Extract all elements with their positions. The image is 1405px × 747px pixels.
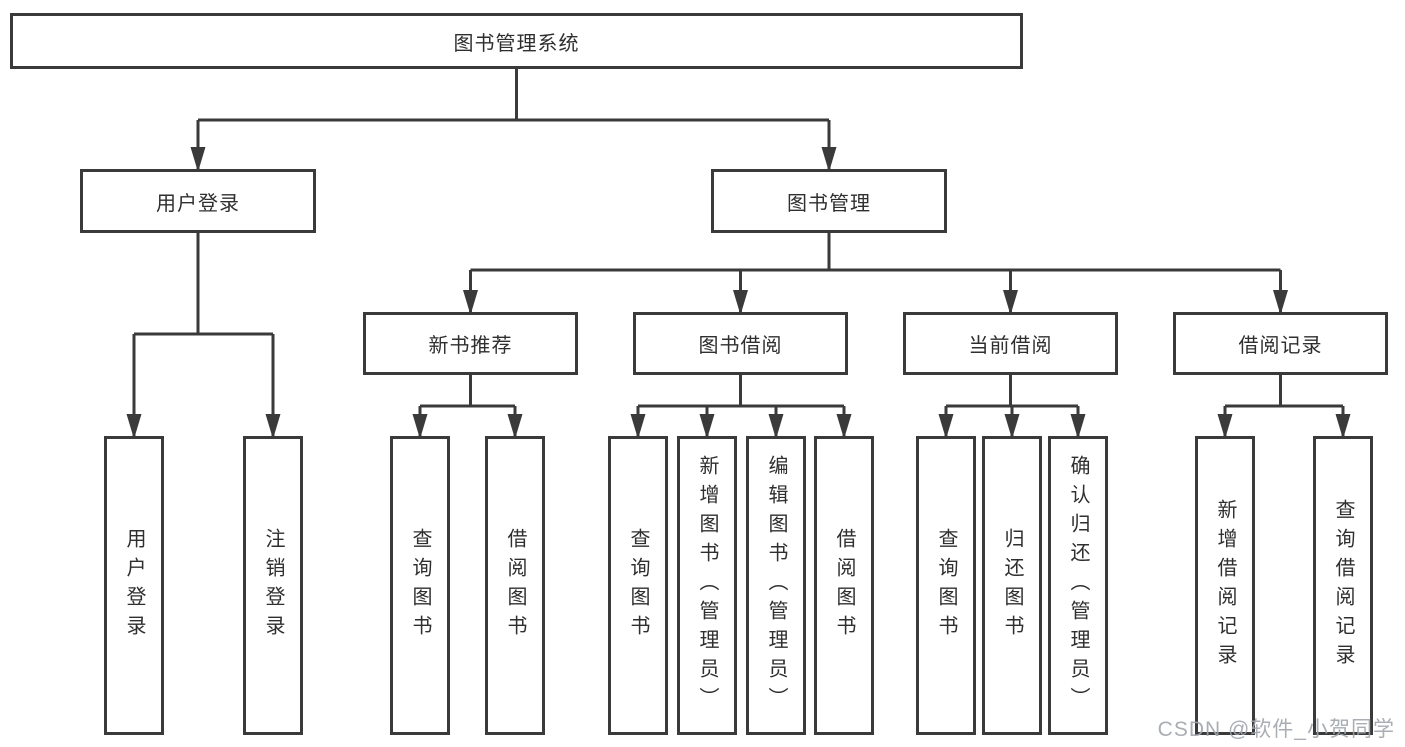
node-new-book-recommendation: 新书推荐: [363, 312, 578, 375]
leaf-label: 归还图书: [1001, 527, 1023, 644]
arrow-down-icon: [463, 290, 478, 315]
leaf-label: 查询图书: [627, 527, 649, 644]
leaf-add-borrow-record: 新增借阅记录: [1195, 436, 1255, 735]
leaf-query-books-current: 查询图书: [916, 436, 976, 735]
leaf-query-books-recommend: 查询图书: [390, 436, 450, 735]
arrow-down-icon: [190, 147, 206, 172]
arrow-down-icon: [265, 414, 281, 439]
arrow-down-icon: [821, 147, 837, 172]
connector-book-borrow-to-leaves: [630, 375, 852, 439]
csdn-watermark: CSDN @软件_小贺同学: [1157, 718, 1395, 741]
node-book-borrowing: 图书借阅: [633, 312, 848, 375]
leaf-user-login: 用户登录: [104, 436, 164, 735]
arrow-down-icon: [1273, 290, 1288, 315]
leaf-borrow-books-recommend: 借阅图书: [485, 436, 545, 735]
arrow-down-icon: [938, 414, 954, 439]
leaf-confirm-return-admin: 确认归还（管理员）: [1048, 436, 1108, 735]
arrow-down-icon: [1217, 414, 1233, 439]
leaf-label: 查询借阅记录: [1332, 498, 1354, 673]
arrow-down-icon: [1003, 290, 1018, 315]
leaf-label: 借阅图书: [833, 527, 855, 644]
leaf-return-books: 归还图书: [982, 436, 1042, 735]
arrow-down-icon: [1335, 414, 1351, 439]
arrow-down-icon: [1004, 414, 1020, 439]
arrow-down-icon: [1070, 414, 1086, 439]
leaf-borrow-books: 借阅图书: [814, 436, 874, 735]
arrow-down-icon: [836, 414, 852, 439]
connector-current-borrow-to-leaves: [938, 375, 1086, 439]
leaf-add-books-admin: 新增图书（管理员）: [677, 436, 737, 735]
leaf-label: 用户登录: [123, 527, 145, 644]
connector-root-to-level2: [190, 69, 837, 172]
connector-user-login-to-leaves: [126, 233, 281, 439]
arrow-down-icon: [699, 414, 715, 439]
node-borrowing-records: 借阅记录: [1173, 312, 1388, 375]
leaf-label: 注销登录: [262, 527, 284, 644]
leaf-label: 借阅图书: [504, 527, 526, 644]
arrow-down-icon: [768, 414, 784, 439]
arrow-down-icon: [126, 414, 142, 439]
arrow-down-icon: [630, 414, 646, 439]
node-current-borrowing: 当前借阅: [903, 312, 1118, 375]
connector-borrow-records-to-leaves: [1217, 375, 1351, 439]
node-root-library-system: 图书管理系统: [10, 13, 1023, 69]
arrow-down-icon: [507, 414, 523, 439]
leaf-edit-books-admin: 编辑图书（管理员）: [746, 436, 806, 735]
leaf-logout: 注销登录: [243, 436, 303, 735]
leaf-label: 新增借阅记录: [1214, 498, 1236, 673]
leaf-label: 查询图书: [409, 527, 431, 644]
connector-book-mgmt-to-level3: [463, 233, 1288, 315]
node-user-login: 用户登录: [80, 169, 316, 233]
leaf-label: 编辑图书（管理员）: [765, 455, 787, 716]
arrow-down-icon: [412, 414, 428, 439]
arrow-down-icon: [733, 290, 748, 315]
leaf-label: 确认归还（管理员）: [1067, 455, 1089, 716]
leaf-label: 查询图书: [935, 527, 957, 644]
leaf-query-books-borrowing: 查询图书: [608, 436, 668, 735]
leaf-label: 新增图书（管理员）: [696, 455, 718, 716]
leaf-query-borrow-record: 查询借阅记录: [1313, 436, 1373, 735]
connector-new-book-to-leaves: [412, 375, 523, 439]
node-book-management: 图书管理: [711, 169, 947, 233]
